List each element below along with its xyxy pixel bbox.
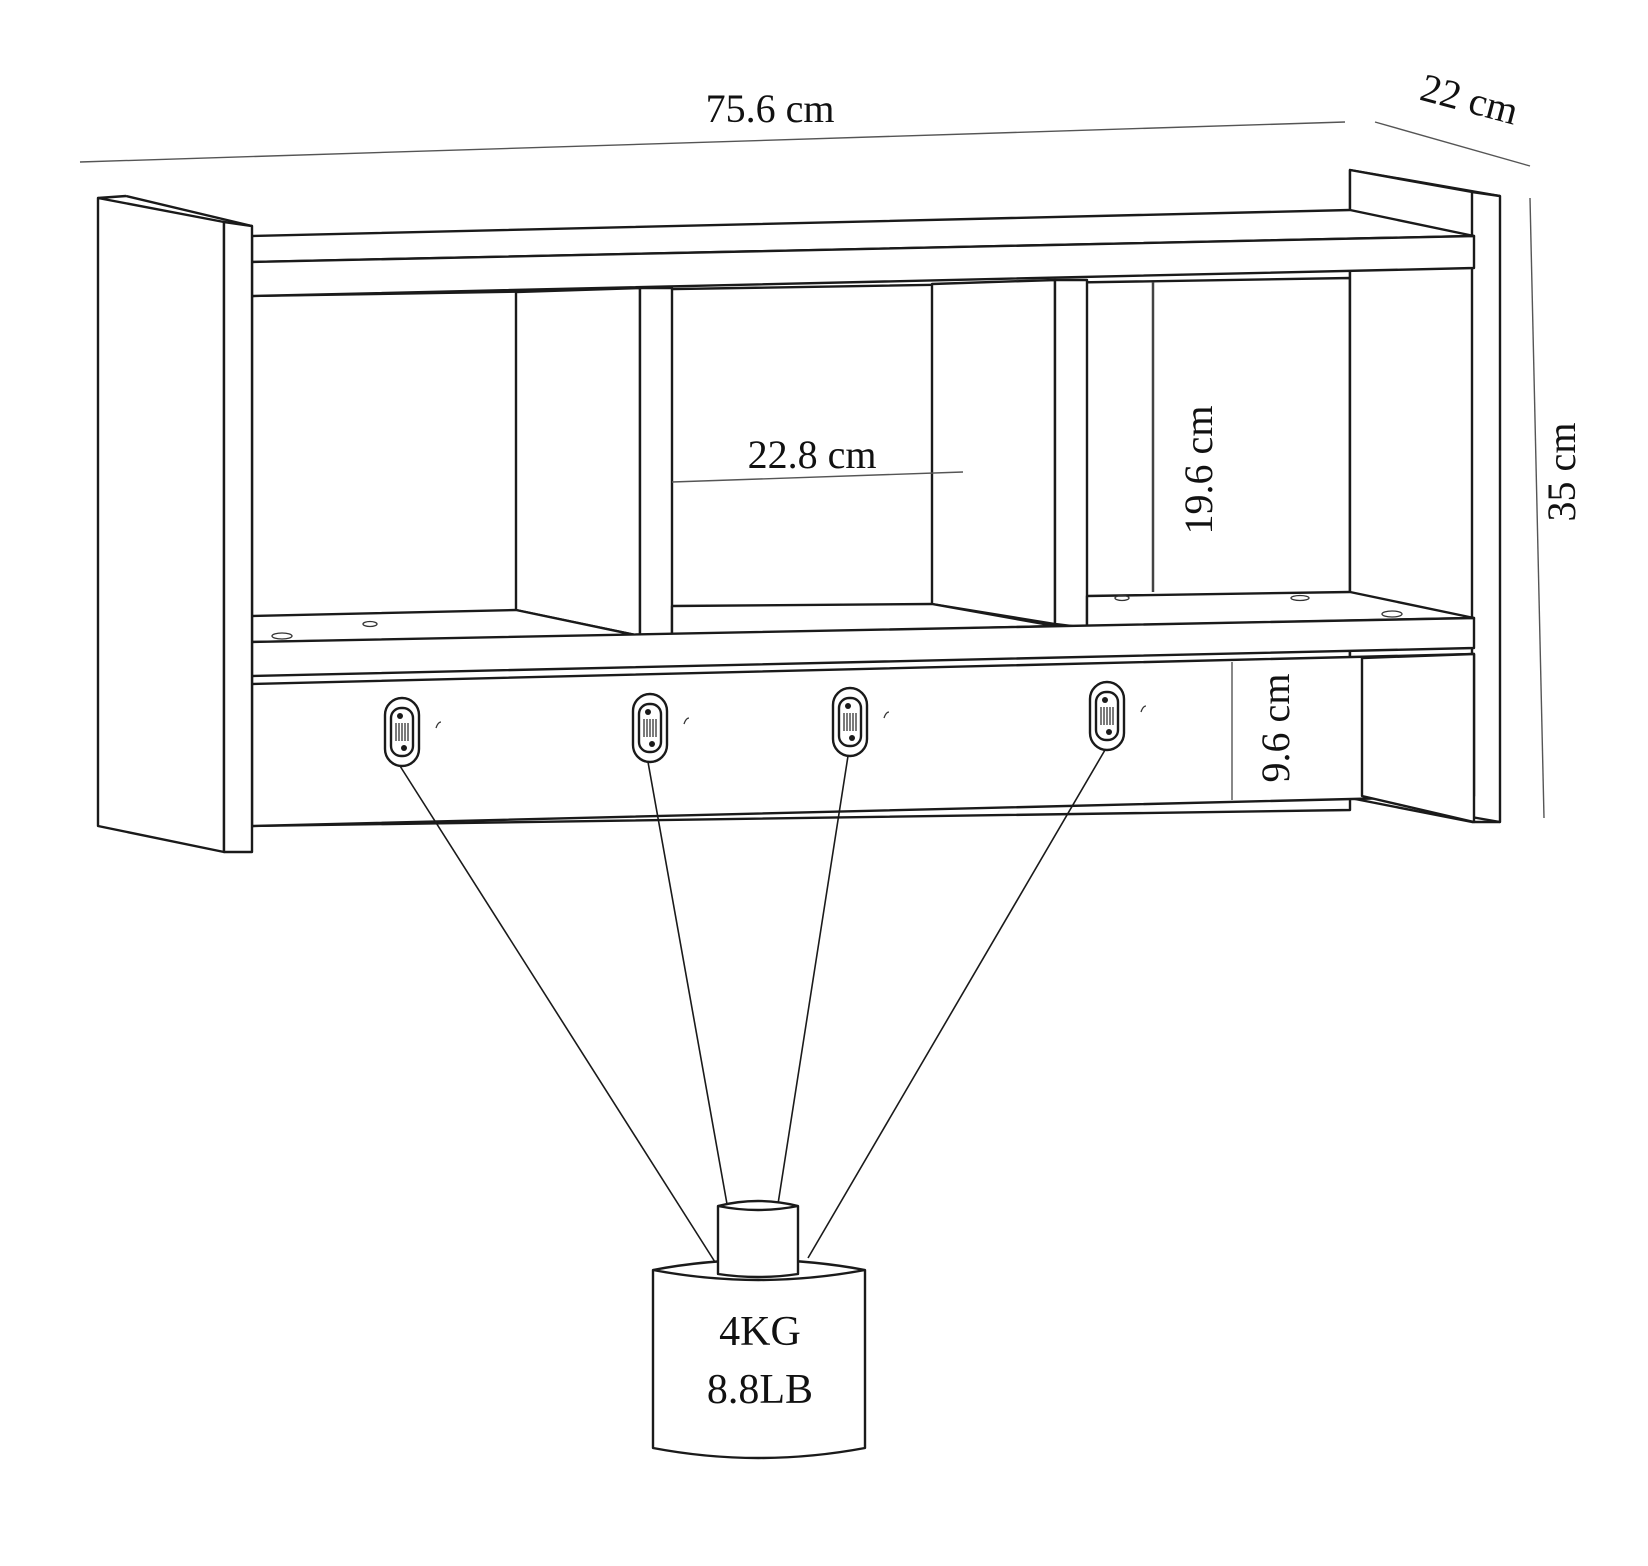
- middle-shelf: [250, 590, 1476, 678]
- width-dimension-line: [79, 121, 1346, 163]
- dimension-lines: [79, 121, 1545, 819]
- inner-dimension-lines: [671, 282, 1233, 800]
- hooks-group: [383, 680, 1147, 768]
- weight-line: [807, 749, 1106, 1259]
- height-dimension-line: [1529, 197, 1545, 819]
- weight-line: [777, 755, 849, 1205]
- cubby-width-label: 22.8 cm: [748, 432, 877, 477]
- weight-kg-label: 4KG: [719, 1309, 801, 1355]
- coat-hook: [831, 686, 890, 758]
- cubby-height-label: 19.6 cm: [1176, 406, 1221, 535]
- weight-lb-label: 8.8LB: [707, 1367, 813, 1413]
- coat-hook: [1088, 680, 1147, 752]
- coat-hook: [631, 692, 690, 764]
- width-label: 75.6 cm: [706, 86, 835, 131]
- coat-hook: [383, 696, 442, 768]
- left-side-panel: [96, 194, 254, 854]
- depth-dimension-line: [1374, 121, 1531, 167]
- weight-line: [399, 765, 716, 1263]
- hook-panel-height-label: 9.6 cm: [1253, 674, 1298, 783]
- weight-icon: [651, 1199, 867, 1460]
- weight-lines: [399, 749, 1106, 1263]
- weight-line: [647, 761, 728, 1205]
- depth-label: 22 cm: [1416, 64, 1523, 133]
- height-label: 35 cm: [1539, 423, 1584, 522]
- cubby-width-line: [671, 471, 964, 483]
- cubby-dividers: [514, 278, 1155, 642]
